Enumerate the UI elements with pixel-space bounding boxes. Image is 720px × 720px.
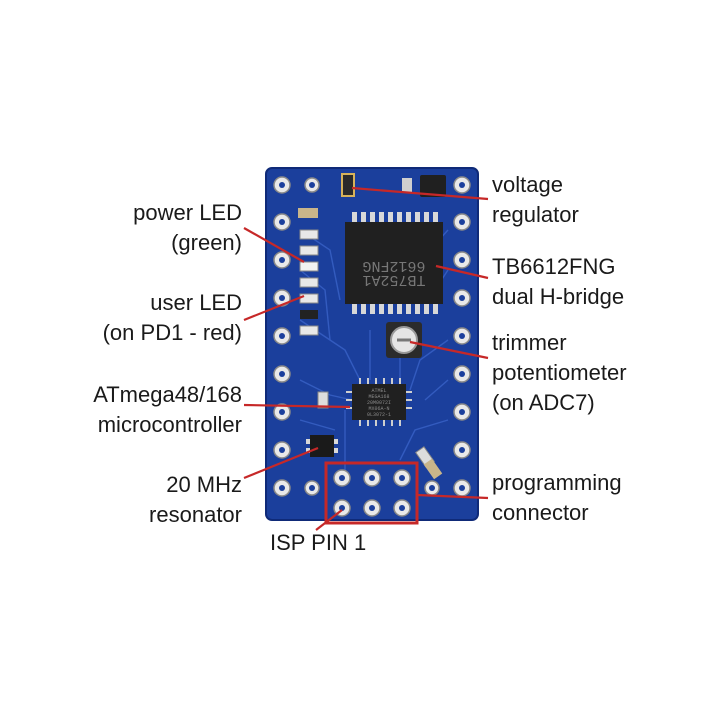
label-microcontroller: ATmega48/168 microcontroller [93, 380, 242, 440]
label-trimmer-line2: potentiometer [492, 360, 627, 385]
label-programming-connector: programming connector [492, 468, 622, 528]
callout-lines [243, 186, 489, 531]
label-resonator-line1: 20 MHz [166, 472, 242, 497]
label-power-led: power LED (green) [133, 198, 242, 258]
label-resonator-line2: resonator [149, 502, 242, 527]
left-header-pads [273, 176, 320, 497]
driver-chip [345, 222, 443, 304]
driver-marking-1: 6612FNG [362, 257, 425, 274]
smd-part-a [317, 391, 329, 409]
label-programming-connector-line1: programming [492, 470, 622, 495]
label-resonator: 20 MHz resonator [149, 470, 242, 530]
mcu-marking-0: ATMEL [371, 388, 386, 394]
mcu-marking-2: 20M0072I [367, 400, 391, 406]
label-h-bridge: TB6612FNG dual H-bridge [492, 252, 624, 312]
left-header-holes [279, 182, 315, 491]
resonator-pins [306, 439, 338, 453]
driver-chip-pins [352, 212, 438, 314]
isp-holes [339, 475, 405, 511]
right-header-holes [429, 182, 465, 491]
programming-connector-highlight [324, 461, 419, 525]
small-smd [402, 178, 412, 192]
label-power-led-line1: power LED [133, 200, 242, 225]
label-voltage-regulator-line2: regulator [492, 202, 579, 227]
resonator-chip [310, 435, 334, 457]
label-user-led: user LED (on PD1 - red) [103, 288, 242, 348]
label-trimmer: trimmer potentiometer (on ADC7) [492, 328, 627, 418]
label-microcontroller-line2: microcontroller [97, 412, 242, 437]
smd-part-c [423, 458, 443, 480]
mcu-pins [346, 378, 412, 426]
label-trimmer-line3: (on ADC7) [492, 390, 595, 415]
label-h-bridge-line2: dual H-bridge [492, 284, 625, 309]
label-voltage-regulator: voltage regulator [492, 170, 579, 230]
voltage-regulator-chip [420, 175, 446, 197]
right-header-pads [424, 176, 471, 497]
label-user-led-line2: (on PD1 - red) [102, 320, 242, 345]
label-h-bridge-line1: TB6612FNG [492, 254, 616, 279]
label-isp-pin: ISP PIN 1 [270, 530, 367, 555]
label-programming-connector-line2: connector [492, 500, 589, 525]
mcu-chip [352, 384, 406, 420]
label-trimmer-line1: trimmer [492, 330, 567, 355]
mcu-marking-1: MEGA168 [368, 394, 389, 400]
top-capacitor [341, 173, 355, 197]
driver-marking-0: TB752A1 [362, 271, 425, 288]
label-user-led-line1: user LED [150, 290, 242, 315]
label-microcontroller-line1: ATmega48/168 [93, 382, 242, 407]
left-smd-components [298, 208, 319, 336]
label-power-led-line2: (green) [171, 230, 242, 255]
mcu-marking-3: MX06A-N [368, 406, 389, 412]
mcu-marking-4: 0L3072-1 [367, 412, 391, 418]
label-voltage-regulator-line1: voltage [492, 172, 563, 197]
